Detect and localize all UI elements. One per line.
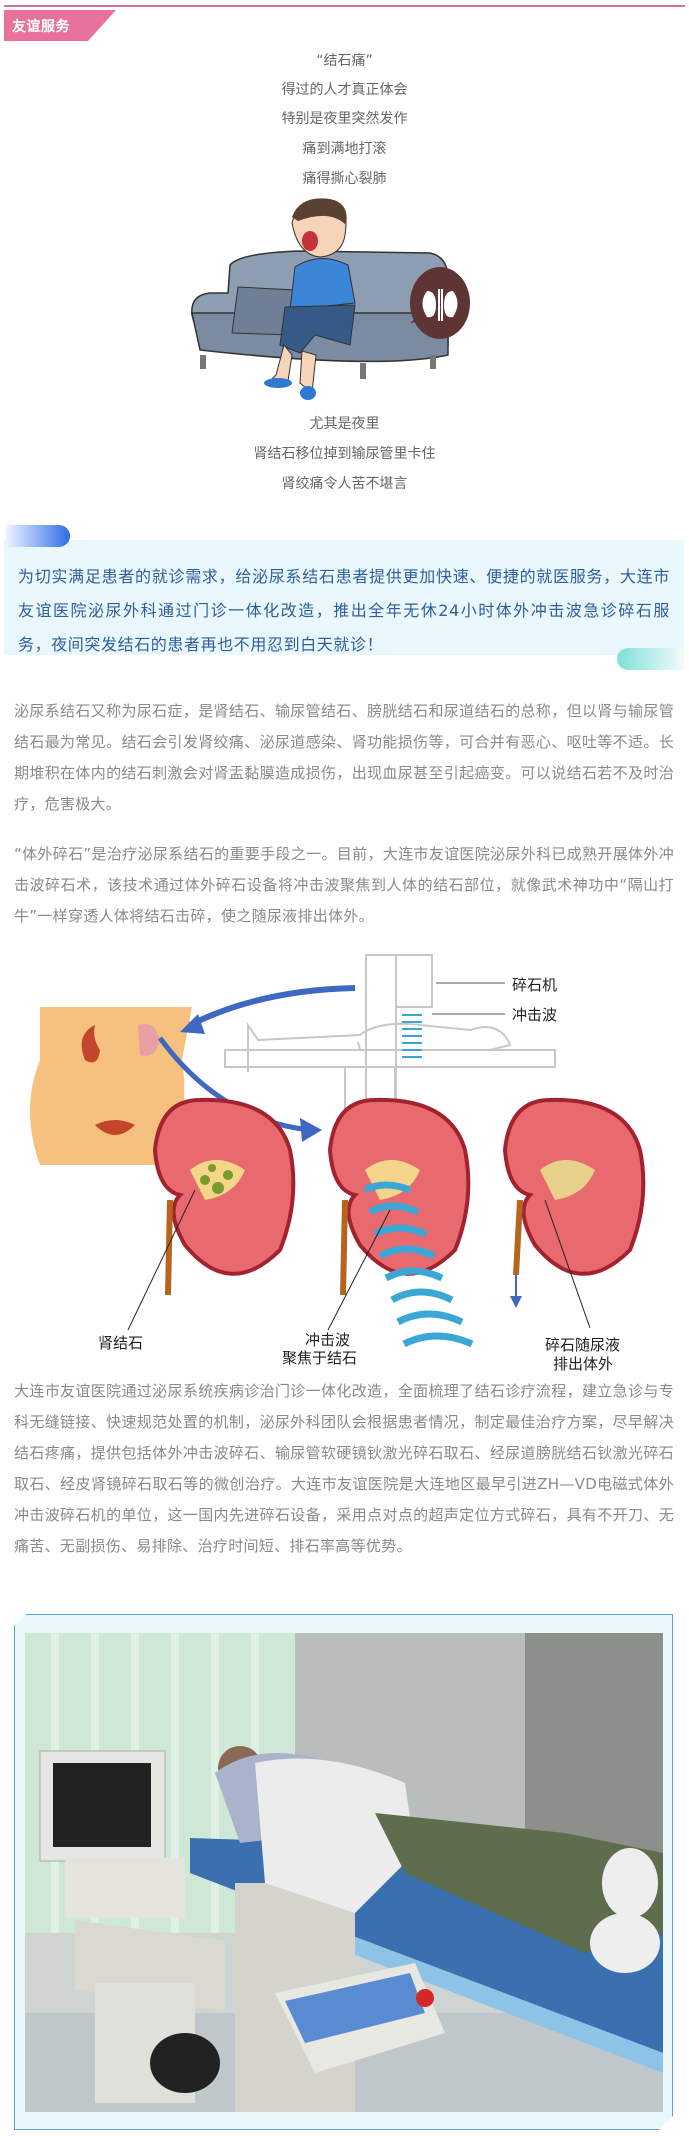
section-tag-label: 友谊服务 <box>12 19 70 35</box>
label-exit-line2: 排出体外 <box>553 1355 613 1373</box>
arrow-head-icon <box>180 1014 205 1034</box>
torso-illustration <box>30 1007 192 1165</box>
poem-line: 尤其是夜里 <box>309 416 380 432</box>
highlight-box <box>4 540 684 655</box>
poem-line: “结石痛” <box>316 53 373 69</box>
cartoon-illustration-pain <box>191 198 470 400</box>
highlight-text: 为切实满足患者的就诊需求，给泌尿系结石患者提供更加快速、便捷的就医服务，大连市友… <box>18 567 670 654</box>
label-focus-line2: 聚焦于结石 <box>282 1349 357 1367</box>
lithotripsy-diagram: 碎石机 冲击波 肾结石 冲击波 聚焦于结石 碎石随尿液 排出体外 <box>30 954 646 1373</box>
label-stone: 肾结石 <box>98 1334 143 1352</box>
header-divider <box>4 5 685 7</box>
kidney-bubble-icon <box>410 267 470 339</box>
photo-lithotripsy-treatment <box>25 1633 663 2112</box>
poem-line: 得过的人才真正体会 <box>281 82 408 98</box>
person-icon <box>264 198 356 400</box>
arrow-head-icon <box>300 1118 322 1142</box>
poem-line: 肾结石移位掉到输尿管里卡住 <box>253 446 436 462</box>
patient <box>215 1746 663 1973</box>
poem-line: 痛得撕心裂肺 <box>302 171 387 187</box>
label-machine: 碎石机 <box>512 976 557 994</box>
paragraph-lithotripsy: “体外碎石”是治疗泌尿系结石的重要手段之一。目前，大连市友谊医院泌尿外科已成熟开… <box>14 845 674 925</box>
label-focus-line1: 冲击波 <box>305 1331 350 1349</box>
decorative-teal-pill <box>617 648 684 670</box>
arrow-icon <box>188 985 356 1028</box>
leader-line <box>127 1189 196 1331</box>
leader-line <box>544 1199 591 1329</box>
section-tag: 友谊服务 <box>4 10 116 41</box>
kidney-fragments-exit <box>502 1097 646 1308</box>
ultrasound-machine <box>39 1750 225 2103</box>
leader-line <box>327 1209 391 1331</box>
poem-line: 肾绞痛令人苦不堪言 <box>281 476 408 492</box>
paragraph-hospital-service: 大连市友谊医院通过泌尿系统疾病诊治门诊一体化改造，全面梳理了结石诊疗流程，建立急… <box>14 1382 674 1555</box>
shockwave-arcs <box>363 1181 474 1348</box>
kidney-with-stones <box>152 1097 296 1296</box>
label-exit-line1: 碎石随尿液 <box>545 1336 620 1354</box>
label-wave: 冲击波 <box>512 1006 557 1024</box>
poem-line: 特别是夜里突然发作 <box>281 111 408 127</box>
poem-line: 痛到满地打滚 <box>302 141 387 157</box>
kidney-shockwave-focus <box>327 1097 471 1296</box>
shockwave-coil-icon <box>402 1014 422 1058</box>
decorative-blue-pill <box>6 525 70 547</box>
paragraph-stone-definition: 泌尿系结石又称为尿石症，是肾结石、输尿管结石、膀胱结石和尿道结石的总称，但以肾与… <box>14 702 674 813</box>
